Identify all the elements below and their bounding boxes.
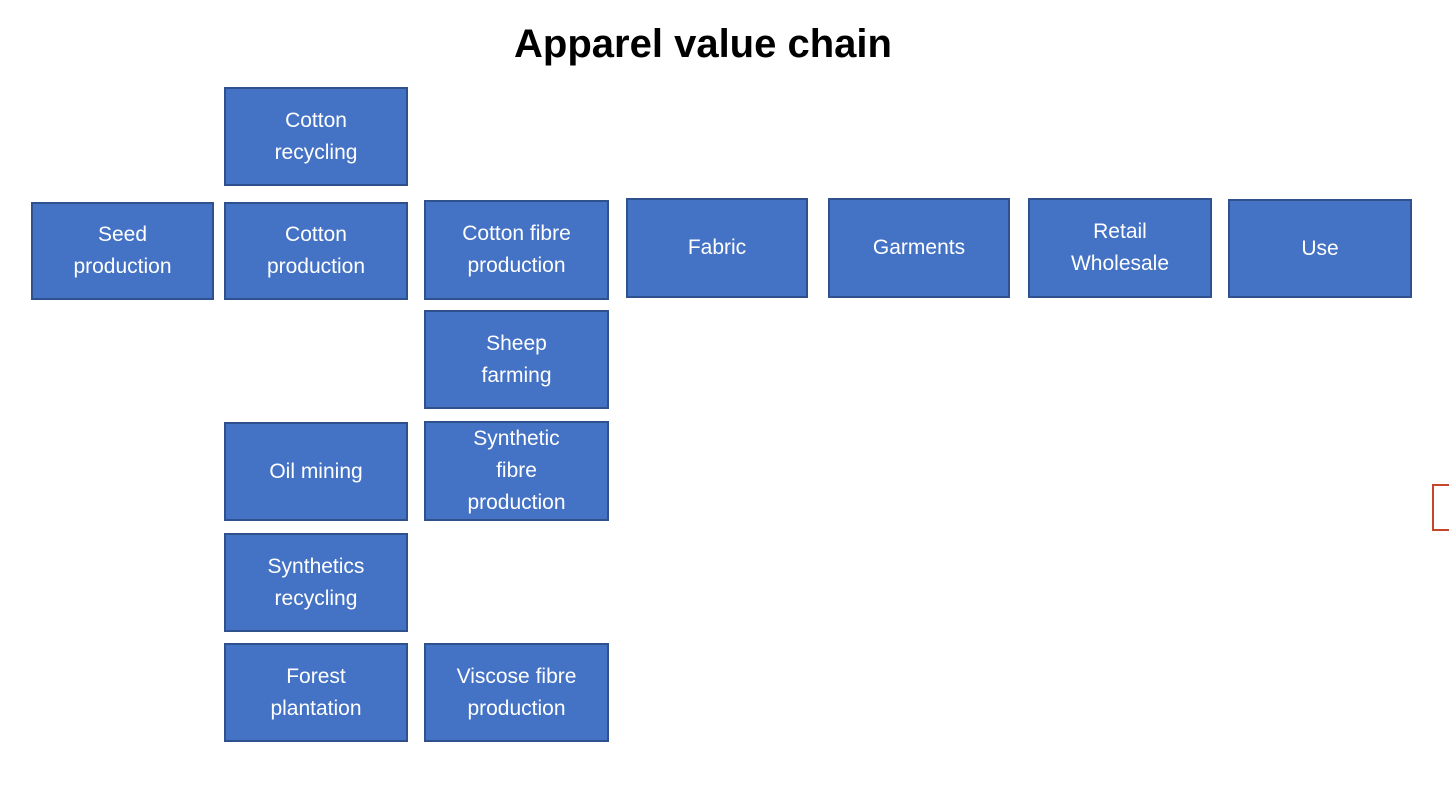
node-fabric: Fabric [626,198,808,298]
diagram-title: Apparel value chain [514,22,892,66]
node-cotton-production: Cotton production [224,202,408,300]
node-viscose-fibre-production: Viscose fibre production [424,643,609,742]
node-sheep-farming: Sheep farming [424,310,609,409]
node-forest-plantation: Forest plantation [224,643,408,742]
node-oil-mining: Oil mining [224,422,408,521]
node-cotton-fibre-production: Cotton fibre production [424,200,609,300]
partial-highlight-box [1432,484,1449,531]
node-synthetics-recycling: Synthetics recycling [224,533,408,632]
node-retail-wholesale: Retail Wholesale [1028,198,1212,298]
node-seed-production: Seed production [31,202,214,300]
node-synthetic-fibre-production: Synthetic fibre production [424,421,609,521]
node-use: Use [1228,199,1412,298]
node-garments: Garments [828,198,1010,298]
node-cotton-recycling: Cotton recycling [224,87,408,186]
